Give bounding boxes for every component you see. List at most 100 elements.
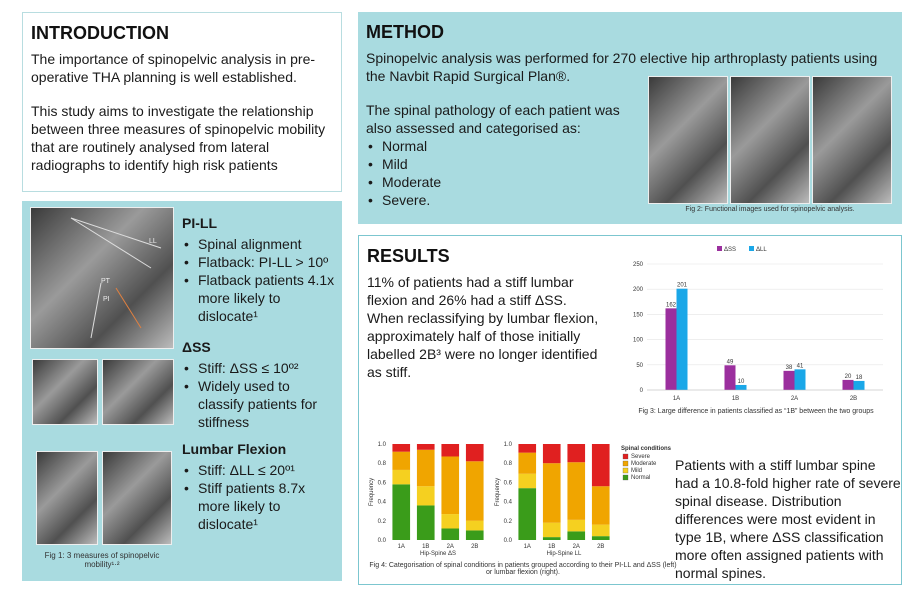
fig4-caption: Fig 4: Categorisation of spinal conditio…	[369, 562, 677, 576]
xray-dss-left-image	[32, 359, 98, 425]
x-tick-label: 1B	[548, 544, 555, 550]
stacked-bar-segment	[441, 528, 460, 540]
bar-value-label: 41	[797, 363, 804, 369]
bar-value-label: 162	[666, 302, 677, 308]
lumbar-item: Stiff: ΔLL ≤ 20º¹	[182, 461, 338, 479]
legend-swatch	[749, 246, 754, 251]
y-axis-label: Frequency	[495, 478, 501, 506]
category-item: Mild	[366, 155, 894, 173]
y-tick-label: 0.6	[378, 480, 387, 486]
stacked-bar-segment	[465, 530, 484, 540]
xray-lumbar-left-image	[36, 451, 98, 545]
stacked-bar-segment	[441, 456, 460, 515]
intro-para1: The importance of spinopelvic analysis i…	[31, 51, 316, 85]
pill-title: PI-LL	[182, 215, 217, 231]
y-tick-label: 0.8	[504, 461, 513, 467]
method-para1: Spinopelvic analysis was performed for 2…	[366, 50, 878, 84]
y-tick-label: 0.2	[504, 519, 513, 525]
fig3-caption: Fig 3: Large difference in patients clas…	[638, 408, 874, 415]
stacked-bar-segment	[518, 473, 537, 489]
x-tick-label: 2B	[597, 544, 604, 550]
fig2-caption: Fig 2: Functional images used for spinop…	[685, 206, 855, 213]
results-para2: Patients with a stiff lumbar spine had a…	[675, 457, 901, 581]
legend-label: ΔSS	[724, 247, 736, 253]
stacked-bar-segment	[416, 449, 435, 487]
lumbar-item: Stiff patients 8.7x more likely to dislo…	[182, 479, 338, 533]
x-tick-label: 2A	[791, 396, 798, 402]
xray-pill-image: LL PI PT	[30, 207, 174, 349]
x-tick-label: 2B	[471, 544, 478, 550]
category-item: Severe.	[366, 191, 894, 209]
y-tick-label: 1.0	[504, 442, 513, 448]
stacked-bar-segment	[465, 520, 484, 531]
stacked-bar-segment	[392, 484, 411, 540]
dss-list: Stiff: ΔSS ≤ 10º² Widely used to classif…	[182, 359, 338, 431]
y-axis-label: Frequency	[369, 478, 375, 506]
y-tick-label: 0.0	[378, 538, 387, 544]
pill-item: Flatback: PI-LL > 10º	[182, 253, 338, 271]
bar-value-label: 201	[677, 283, 688, 289]
y-tick-label: 150	[633, 312, 644, 318]
stacked-bar-segment	[567, 519, 586, 532]
pill-item: Spinal alignment	[182, 235, 338, 253]
stacked-bar-segment	[591, 536, 610, 540]
bar-value-label: 49	[727, 359, 734, 365]
method-panel: METHOD Spinopelvic analysis was performe…	[358, 12, 902, 224]
xray-label-pi: PI	[103, 296, 110, 303]
legend-label: Normal	[631, 475, 650, 481]
y-tick-label: 100	[633, 338, 644, 344]
legend-label: Mild	[631, 468, 642, 474]
x-tick-label: 2A	[573, 544, 580, 550]
stacked-bar-segment	[441, 444, 460, 457]
dss-item: Stiff: ΔSS ≤ 10º²	[182, 359, 338, 377]
bar-value-label: 20	[845, 374, 852, 380]
legend-label: Severe	[631, 454, 651, 460]
legend-swatch	[622, 453, 629, 460]
x-axis-label: Hip-Spine LL	[547, 551, 582, 557]
stacked-bar-segment	[441, 514, 460, 529]
bar-value-label: 10	[738, 379, 745, 385]
stacked-bar-segment	[518, 488, 537, 540]
bar	[783, 370, 795, 390]
y-tick-label: 0.8	[378, 461, 387, 467]
y-tick-label: 1.0	[378, 442, 387, 448]
measures-text: PI-LL Spinal alignment Flatback: PI-LL >…	[182, 215, 338, 533]
bar-value-label: 18	[856, 375, 863, 381]
stacked-bar-segment	[465, 461, 484, 521]
category-item: Moderate	[366, 173, 894, 191]
x-tick-label: 1A	[524, 544, 531, 550]
y-tick-label: 50	[636, 363, 643, 369]
legend-swatch	[717, 246, 722, 251]
x-axis-label: Hip-Spine ΔS	[420, 551, 456, 557]
category-item: Normal	[366, 137, 894, 155]
stacked-bar-segment	[392, 444, 411, 452]
bar	[853, 380, 865, 390]
stacked-bar-segment	[567, 462, 586, 520]
method-title: METHOD	[366, 22, 444, 42]
xray-label-ll: LL	[149, 238, 157, 245]
stacked-bar-segment	[591, 524, 610, 537]
y-tick-label: 0.4	[378, 500, 387, 506]
stacked-bar-segment	[518, 452, 537, 474]
xray-functional-image-2	[730, 76, 810, 204]
xray-functional-image-1	[648, 76, 728, 204]
x-tick-label: 1A	[398, 544, 405, 550]
y-tick-label: 0.2	[378, 519, 387, 525]
results-title: RESULTS	[367, 246, 450, 266]
bar	[724, 365, 736, 390]
stacked-bar-segment	[416, 486, 435, 506]
xray-functional-image-3	[812, 76, 892, 204]
intro-para2: This study aims to investigate the relat…	[31, 103, 326, 173]
y-tick-label: 250	[633, 262, 644, 268]
bar	[794, 369, 806, 390]
x-tick-label: 1B	[422, 544, 429, 550]
stacked-bar-segment	[591, 444, 610, 487]
y-tick-label: 0.6	[504, 480, 513, 486]
intro-panel: INTRODUCTION The importance of spinopelv…	[22, 12, 342, 192]
stacked-bar-segment	[542, 522, 561, 538]
dss-item: Widely used to classify patients for sti…	[182, 377, 338, 431]
legend-title: Spinal conditions	[621, 446, 672, 452]
y-tick-label: 0	[640, 388, 644, 394]
